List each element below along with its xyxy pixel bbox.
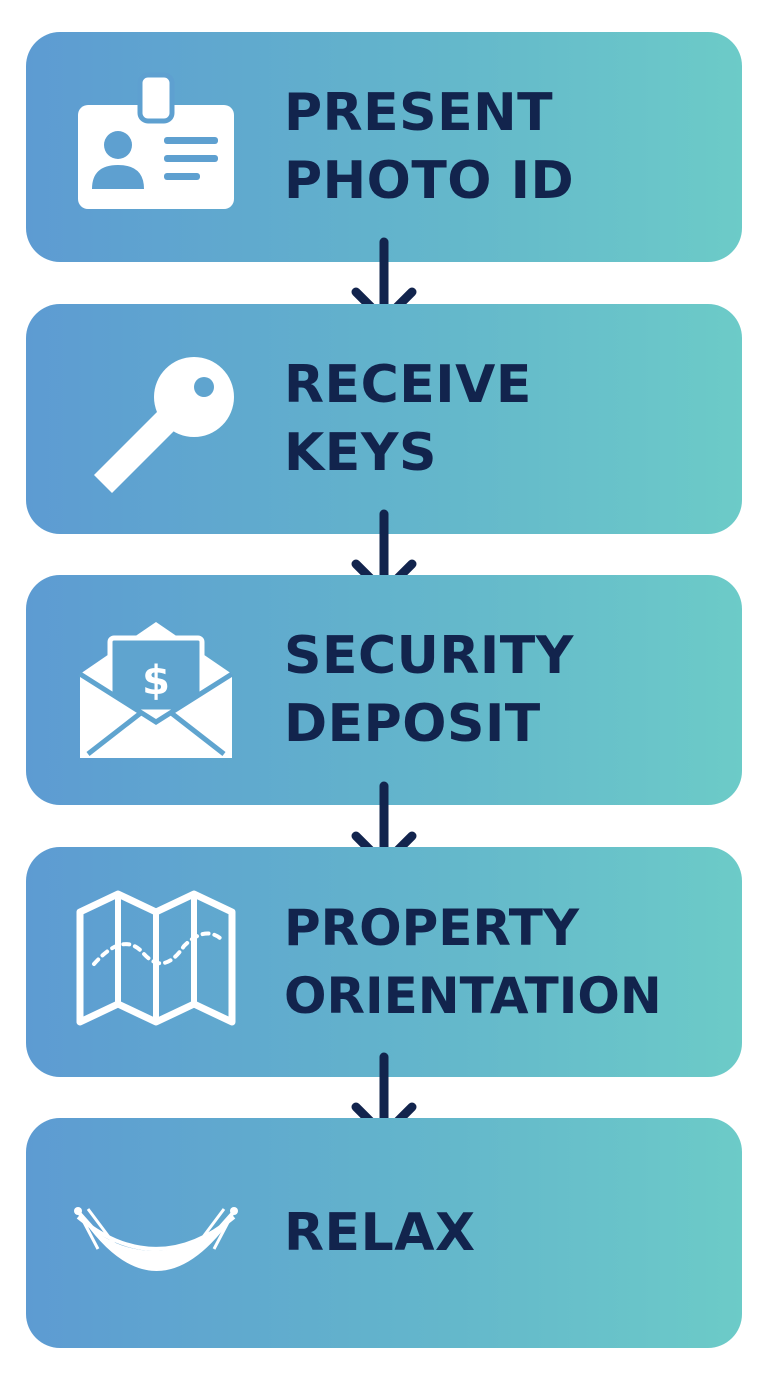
step-label-line-2: KEYS bbox=[284, 423, 437, 483]
key-icon bbox=[74, 337, 238, 501]
hammock-icon bbox=[74, 1151, 238, 1315]
step-security-deposit: $ SECURITY DEPOSIT bbox=[26, 575, 742, 805]
step-receive-keys: RECEIVE KEYS bbox=[26, 304, 742, 534]
step-label-line-1: RECEIVE bbox=[284, 355, 532, 415]
step-label-line-2: ORIENTATION bbox=[284, 967, 662, 1025]
step-label-line-1: PRESENT bbox=[284, 83, 554, 143]
step-present-photo-id: PRESENT PHOTO ID bbox=[26, 32, 742, 262]
step-property-orientation: PROPERTY ORIENTATION bbox=[26, 847, 742, 1077]
step-label-line-2: DEPOSIT bbox=[284, 694, 541, 754]
step-label: PRESENT PHOTO ID bbox=[284, 79, 574, 215]
map-icon bbox=[74, 880, 238, 1044]
svg-text:$: $ bbox=[142, 658, 170, 704]
step-relax: RELAX bbox=[26, 1118, 742, 1348]
step-label-line-1: PROPERTY bbox=[284, 899, 580, 957]
step-label: SECURITY DEPOSIT bbox=[284, 622, 574, 758]
envelope-dollar-icon: $ bbox=[74, 608, 238, 772]
step-label-line-1: SECURITY bbox=[284, 626, 574, 686]
step-label-line-2: PHOTO ID bbox=[284, 151, 575, 211]
step-label: RECEIVE KEYS bbox=[284, 351, 532, 487]
step-label: RELAX bbox=[284, 1199, 476, 1267]
id-card-icon bbox=[74, 65, 238, 229]
step-label: PROPERTY ORIENTATION bbox=[284, 894, 662, 1030]
step-label-line-1: RELAX bbox=[284, 1203, 476, 1263]
